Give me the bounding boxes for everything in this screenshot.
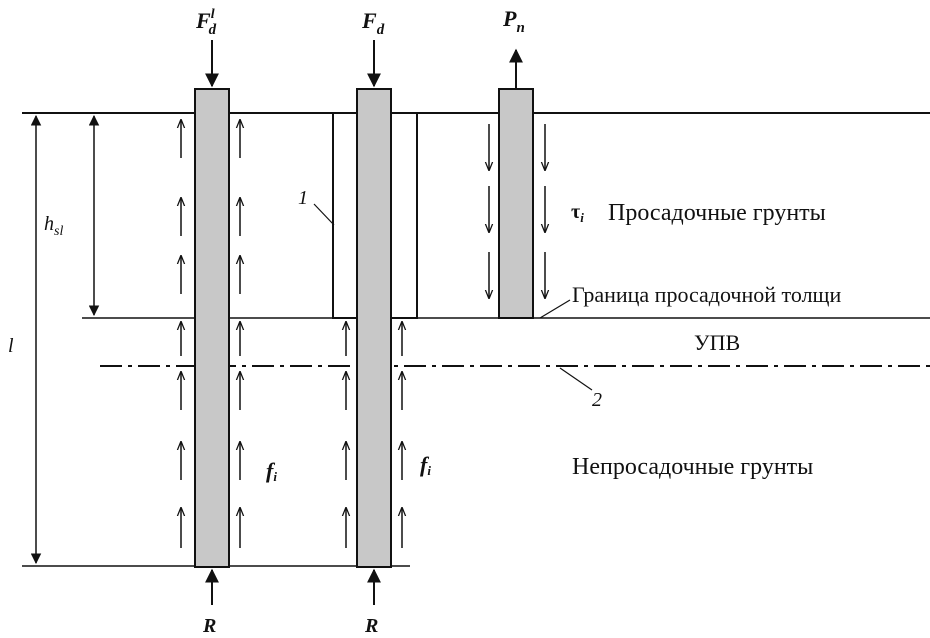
callout-1-label: 1	[298, 187, 308, 209]
groundwater-level-label: УПВ	[694, 330, 740, 355]
f-left-label: fi	[266, 458, 277, 484]
callout-2-leader	[559, 367, 593, 391]
non-collapsible-soils-label: Непросадочные грунты	[572, 454, 813, 480]
force-right-label: Pn	[502, 6, 525, 36]
pile-right	[498, 88, 534, 319]
pile-middle	[356, 88, 392, 568]
f-middle-label: fi	[420, 452, 431, 478]
pile-left	[194, 88, 230, 568]
collapsible-soils-label: Просадочные грунты	[608, 200, 826, 226]
force-middle-label: Fd	[361, 8, 385, 38]
reaction-left-label: R	[202, 615, 216, 637]
collapsible-boundary-label: Граница просадочной толщи	[572, 282, 841, 307]
boundary-leader	[539, 299, 571, 319]
l-label: l	[8, 335, 14, 357]
reaction-middle-label: R	[364, 615, 378, 637]
callout-2-label: 2	[592, 389, 602, 411]
tau-label: τi	[571, 201, 584, 225]
callout-1-leader	[313, 203, 335, 226]
friction-arrows	[181, 120, 545, 548]
hsl-label: hsl	[44, 213, 63, 239]
